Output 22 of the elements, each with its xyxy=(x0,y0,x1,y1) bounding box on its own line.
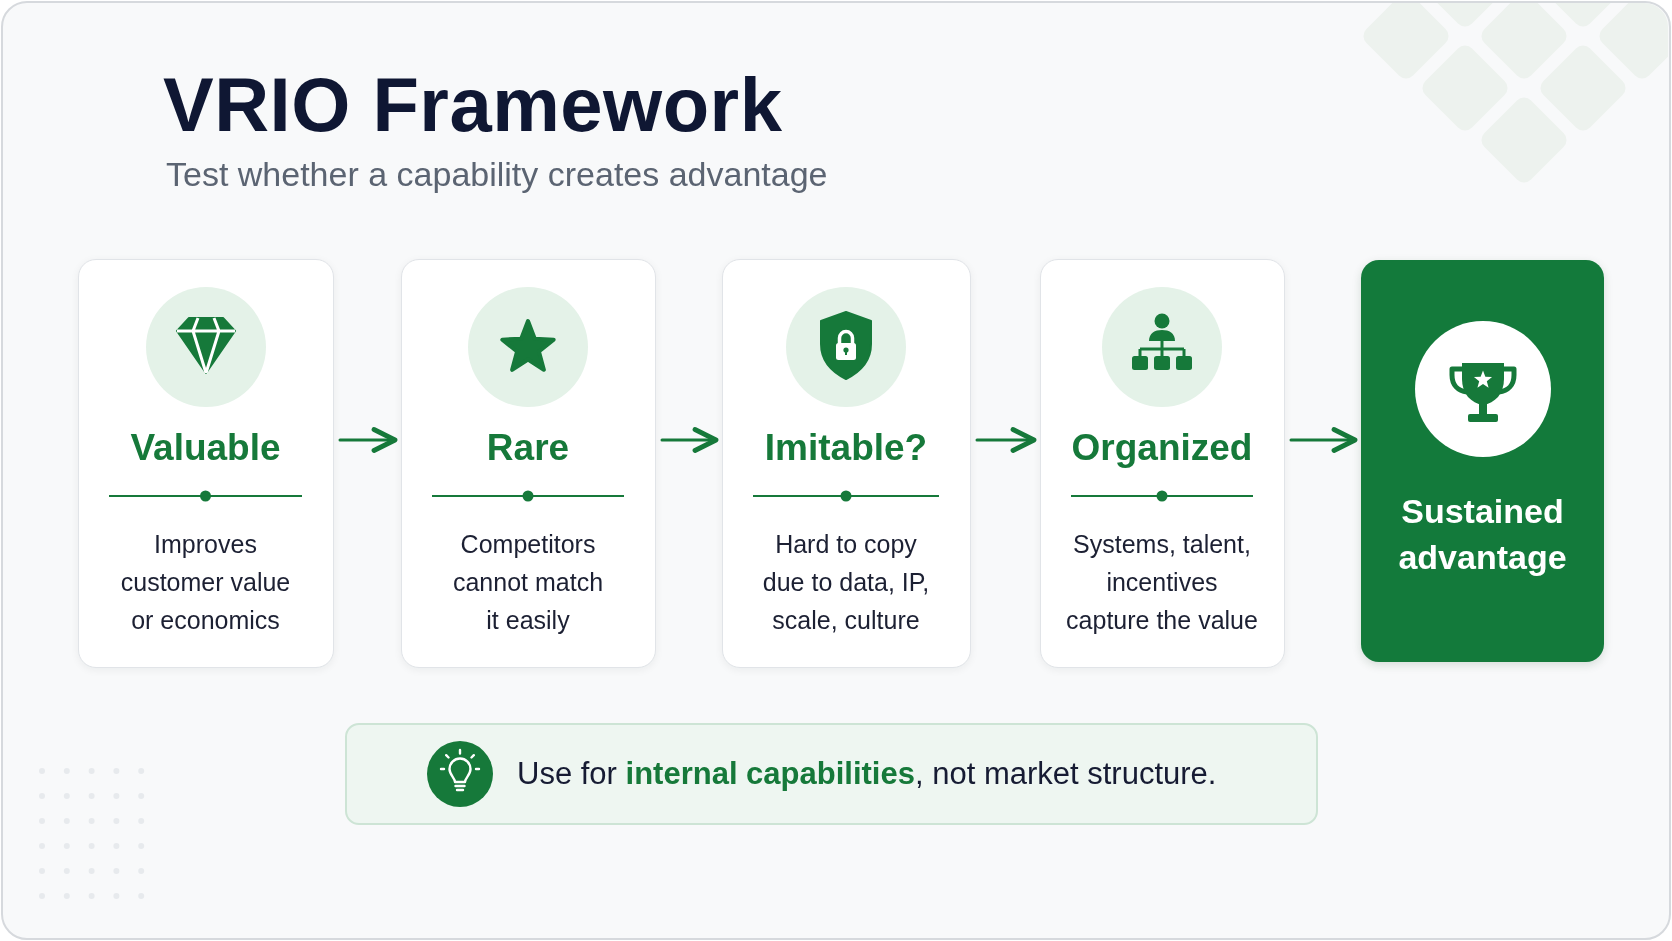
tip-text: Use for internal capabilities, not market structure. xyxy=(517,755,1217,793)
result-title: Sustained advantage xyxy=(1397,491,1568,578)
step-card xyxy=(401,259,656,668)
tip-banner xyxy=(345,723,1318,825)
result-card xyxy=(1361,260,1604,662)
step-description: Hard to copy due to data, IP, scale, culture xyxy=(761,529,931,636)
step-description: Competitors cannot match it easily xyxy=(451,529,605,636)
step-title: Valuable xyxy=(129,426,282,470)
title: VRIO Framework xyxy=(163,67,783,143)
step-card xyxy=(78,259,334,668)
arrow xyxy=(975,427,1037,453)
step-description: Improves customer value or economics xyxy=(119,529,292,636)
step-card xyxy=(1040,259,1285,668)
arrow xyxy=(660,427,719,453)
arrow xyxy=(338,427,398,453)
step-title: Rare xyxy=(485,426,571,470)
step-title: Organized xyxy=(1070,426,1254,470)
step-description: Systems, talent, incentives capture the value xyxy=(1065,529,1259,636)
step-title: Imitable? xyxy=(763,426,929,470)
subtitle: Test whether a capability creates advantage xyxy=(166,157,828,191)
arrow xyxy=(1289,427,1358,453)
step-card xyxy=(722,259,971,668)
